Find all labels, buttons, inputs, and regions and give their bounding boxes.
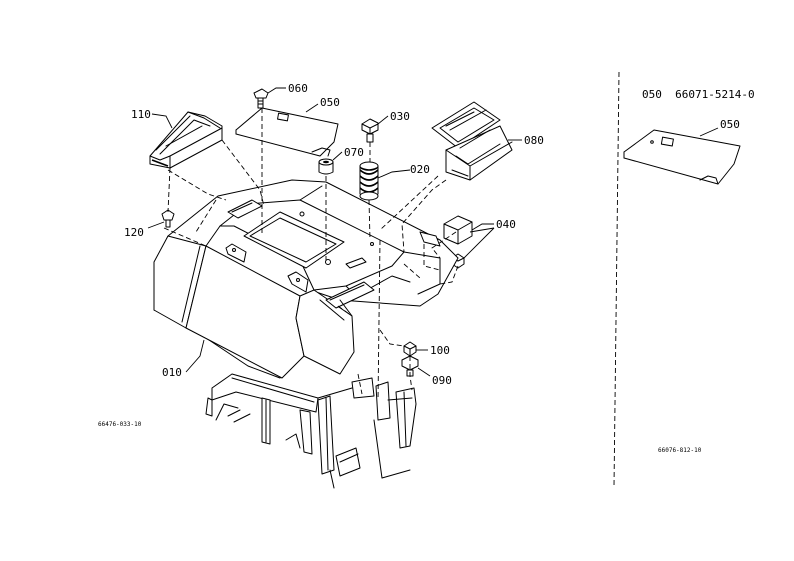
callout-100: 100 (430, 344, 450, 357)
callout-090: 090 (432, 374, 452, 387)
inset-divider (613, 71, 620, 487)
inset-drawing-code: 66076-812-10 (658, 447, 702, 454)
part-030-bolt (361, 118, 379, 143)
callout-110: 110 (131, 108, 151, 121)
callout-030: 030 (390, 110, 410, 123)
callout-010: 010 (162, 366, 182, 379)
tractor-frame (205, 373, 417, 489)
inset-callout-050: 050 (720, 118, 740, 131)
part-080-tray (431, 101, 513, 181)
part-110-handle (149, 111, 223, 169)
part-100-nut (403, 341, 417, 357)
part-050-cover-plate (235, 107, 339, 157)
callout-020: 020 (410, 163, 430, 176)
inset-header: 050 66071-5214-0 (642, 88, 755, 101)
part-120-screw (161, 209, 175, 228)
callout-120: 120 (124, 226, 144, 239)
part-020-spring (359, 161, 379, 201)
callout-050: 050 (320, 96, 340, 109)
inset-cover-plate (623, 129, 741, 185)
callout-040: 040 (496, 218, 516, 231)
callout-070: 070 (344, 146, 364, 159)
assembly-lines (163, 108, 459, 401)
main-drawing-code: 66476-033-10 (98, 421, 142, 428)
callout-080: 080 (524, 134, 544, 147)
callout-060: 060 (288, 82, 308, 95)
part-010-seat-cover (153, 179, 459, 379)
part-060-screw (253, 88, 269, 109)
part-070-grommet (318, 158, 334, 175)
